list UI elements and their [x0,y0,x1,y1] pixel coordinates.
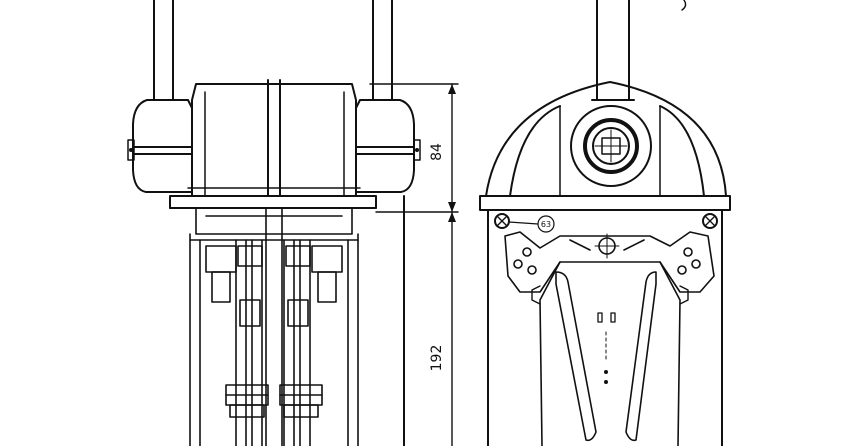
side-base-plate [479,195,731,446]
dimension-lines [369,83,459,446]
mounting-plate [169,195,377,209]
side-view [479,0,731,446]
edge-mark [681,0,687,11]
central-housing [187,79,361,197]
dimension-84: 84 [429,143,445,161]
side-mount-screws [531,285,689,305]
plate-screw-left [494,213,510,229]
dimension-192: 192 [429,345,445,372]
left-handle-hub [127,99,193,193]
callout-leader [508,215,555,233]
left-lever-shaft [149,0,179,101]
right-lever-shaft [368,0,397,101]
plate-screw-right [702,213,718,229]
shaft-bearing [570,105,652,187]
front-view [127,0,421,446]
guide-slots [539,261,681,446]
internal-mechanism [189,207,359,446]
callout-number: 63 [541,220,551,229]
side-lever [591,0,635,101]
right-handle-hub [355,99,421,193]
internal-bracket [504,231,715,293]
